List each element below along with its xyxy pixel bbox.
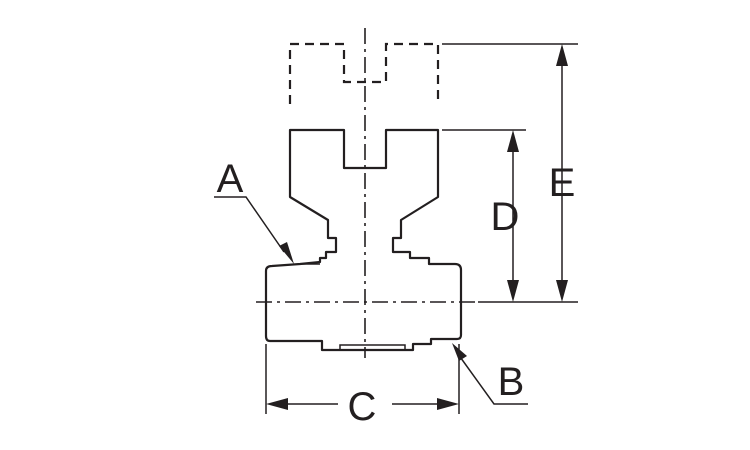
leader-a bbox=[214, 196, 294, 264]
fitting-body-outline bbox=[264, 128, 463, 352]
label-e: E bbox=[549, 161, 576, 205]
label-a: A bbox=[217, 157, 244, 201]
dimension-c-line bbox=[266, 398, 459, 410]
dimension-d-line bbox=[507, 130, 519, 302]
label-d: D bbox=[491, 195, 520, 239]
label-c: C bbox=[348, 385, 377, 429]
hidden-handle-outline bbox=[288, 42, 440, 104]
extension-lines bbox=[265, 43, 578, 414]
leader-b bbox=[452, 343, 528, 405]
label-b: B bbox=[498, 360, 525, 404]
dimension-e-line bbox=[556, 44, 568, 302]
